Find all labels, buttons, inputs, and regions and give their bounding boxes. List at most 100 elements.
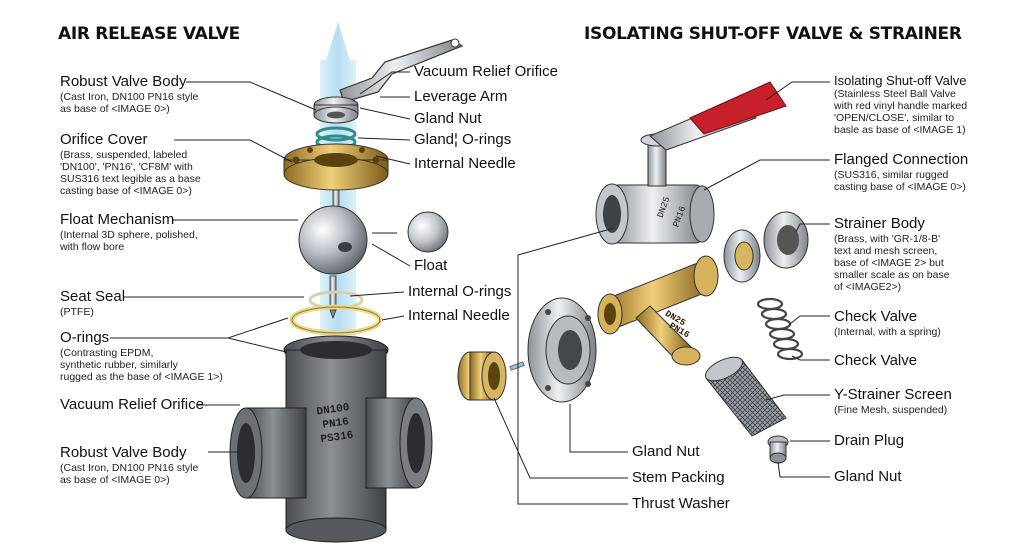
label-caption: (Fine Mesh, suspended)	[834, 404, 1019, 416]
title-isolating-valve-strainer: ISOLATING SHUT-OFF VALVE & STRAINER	[584, 24, 962, 44]
label-float: Float	[414, 257, 448, 274]
caption-line: casting base of <IMAGE 0>)	[834, 180, 966, 193]
thrust-washer-pin	[509, 361, 525, 371]
caption-line: smaller scale as on base	[834, 268, 950, 281]
label-title: Gland Nut	[834, 468, 902, 485]
label-thrust-washer: Thrust Washer	[632, 495, 730, 512]
caption-line: (PTFE)	[60, 305, 94, 318]
check-valve-spring	[756, 297, 804, 361]
caption-line: (Cast Iron, DN100 PN16 style	[60, 90, 199, 103]
label-title: Strainer Body	[834, 215, 925, 232]
air-valve-marking: PS316	[320, 430, 354, 446]
label-float-mechanism: Float Mechanism (Internal 3D sphere, pol…	[60, 211, 260, 253]
label-title: Flanged Connection	[834, 151, 969, 168]
label-leverage-arm: Leverage Arm	[414, 88, 508, 105]
label-vacuum-relief-orifice-left: Vacuum Relief Orifice	[60, 396, 204, 414]
float-ball-separate	[407, 211, 449, 253]
needle-pin	[329, 275, 337, 320]
label-title: Vacuum Relief Orifice	[60, 396, 204, 413]
label-caption: (Cast Iron, DN100 PN16 style as base of …	[60, 91, 260, 115]
label-caption: (Cast Iron, DN100 PN16 style as base of …	[60, 462, 260, 486]
caption-line: (Cast Iron, DN100 PN16 style	[60, 461, 199, 474]
caption-line: 'OPEN/CLOSE', similar to	[834, 112, 955, 125]
caption-line: basle as base of <IMAGE 1)	[834, 124, 966, 137]
label-title: Y-Strainer Screen	[834, 386, 952, 403]
float-ball	[298, 205, 368, 275]
caption-line: synthetic rubber, similarly	[60, 358, 178, 371]
caption-line: of <IMAGE2>)	[834, 280, 902, 293]
label-seat-seal: Seat Seal (PTFE)	[60, 288, 260, 318]
label-caption: (SUS316, similar rugged casting base of …	[834, 169, 1019, 193]
label-gland-nut-right: Gland Nut	[834, 468, 902, 486]
label-title: O-rings	[60, 329, 110, 346]
label-caption: (Brass, with 'GR-1/8-B' text and mesh sc…	[834, 233, 1019, 293]
label-caption: (Contrasting EPDM, synthetic rubber, sim…	[60, 347, 270, 383]
air-valve-marking: PN16	[322, 416, 350, 432]
label-internal-needle-bottom: Internal Needle	[408, 307, 510, 324]
caption-line: 'DN100', 'PN16', 'CF8M' with	[60, 160, 193, 173]
flange-part	[527, 297, 597, 403]
ball-valve-part	[595, 81, 787, 245]
mesh-screen	[704, 356, 787, 437]
label-y-strainer-screen: Y-Strainer Screen (Fine Mesh, suspended)	[834, 386, 1019, 416]
caption-line: SUS316 text legible as a base	[60, 172, 201, 185]
label-title: Check Valve	[834, 308, 918, 325]
caption-line: base of <IMAGE 2> but	[834, 256, 944, 269]
label-internal-o-rings: Internal O-rings	[408, 283, 512, 300]
caption-line: with flow bore	[60, 240, 125, 253]
label-title: Robust Valve Body	[60, 444, 187, 461]
label-check-valve: Check Valve	[834, 352, 918, 370]
air-valve-marking: DN100	[316, 402, 350, 418]
label-drain-plug: Drain Plug	[834, 432, 905, 450]
caption-line: rugged as the base of <IMAGE 1>)	[60, 370, 223, 383]
label-title: Isolating Shut-off Valve	[834, 73, 967, 88]
label-internal-needle-top: Internal Needle	[414, 155, 516, 172]
label-caption: (Internal, with a spring)	[834, 326, 1019, 338]
drain-plug-part	[767, 435, 789, 464]
label-title: Check Valve	[834, 352, 918, 369]
caption-line: (Fine Mesh, suspended)	[834, 403, 948, 416]
air-valve-body	[229, 335, 433, 543]
caption-line: (Contrasting EPDM,	[60, 346, 154, 359]
hex-nut-2	[763, 211, 809, 269]
label-caption: (Internal 3D sphere, polished, with flow…	[60, 229, 260, 253]
hex-nut-1	[723, 229, 761, 283]
caption-line: (Internal, with a spring)	[834, 325, 941, 338]
caption-line: (Brass, suspended, labeled	[60, 148, 188, 161]
title-air-release-valve: AIR RELEASE VALVE	[58, 24, 240, 44]
caption-line: (SUS316, similar rugged	[834, 168, 949, 181]
label-title: Orifice Cover	[60, 131, 148, 148]
label-gland-nut-bottom: Gland Nut	[632, 443, 700, 460]
orifice-cover-part	[283, 143, 389, 191]
label-check-valve-internal: Check Valve (Internal, with a spring)	[834, 308, 1019, 338]
leader-lines	[110, 71, 830, 505]
label-isolating-shut-off-valve: Isolating Shut-off Valve (Stainless Stee…	[834, 73, 1019, 137]
label-robust-valve-body-top: Robust Valve Body (Cast Iron, DN100 PN16…	[60, 73, 260, 115]
caption-line: as base of <IMAGE 0>)	[60, 473, 170, 486]
caption-line: text and mesh screen,	[834, 244, 938, 257]
caption-line: with red vinyl handle marked	[834, 100, 968, 113]
label-o-rings: O-rings (Contrasting EPDM, synthetic rub…	[60, 329, 270, 383]
y-strainer-body	[597, 255, 719, 366]
gland-nut-top	[313, 96, 359, 124]
label-title: Drain Plug	[834, 432, 905, 449]
caption-line: as base of <IMAGE 0>)	[60, 102, 170, 115]
label-robust-valve-body-bottom: Robust Valve Body (Cast Iron, DN100 PN16…	[60, 444, 260, 486]
label-caption: (Stainless Steel Ball Valve with red vin…	[834, 88, 1019, 136]
label-gland-nut: Gland Nut	[414, 110, 482, 127]
label-flanged-connection: Flanged Connection (SUS316, similar rugg…	[834, 151, 1019, 193]
label-stem-packing: Stem Packing	[632, 469, 725, 486]
label-caption: (Brass, suspended, labeled 'DN100', 'PN1…	[60, 149, 260, 197]
caption-line: (Internal 3D sphere, polished,	[60, 228, 198, 241]
seat-seal-ring	[289, 290, 383, 336]
caption-line: (Brass, with 'GR-1/8-B'	[834, 232, 941, 245]
label-strainer-body: Strainer Body (Brass, with 'GR-1/8-B' te…	[834, 215, 1019, 293]
label-gland-o-rings: Gland¦ O-rings	[414, 131, 512, 148]
caption-line: (Stainless Steel Ball Valve	[834, 88, 956, 101]
label-caption: (PTFE)	[60, 306, 260, 318]
label-orifice-cover: Orifice Cover (Brass, suspended, labeled…	[60, 131, 260, 197]
brass-nipple	[457, 351, 507, 401]
air-valve-markings: DN100 PN16 PS316	[316, 402, 354, 446]
